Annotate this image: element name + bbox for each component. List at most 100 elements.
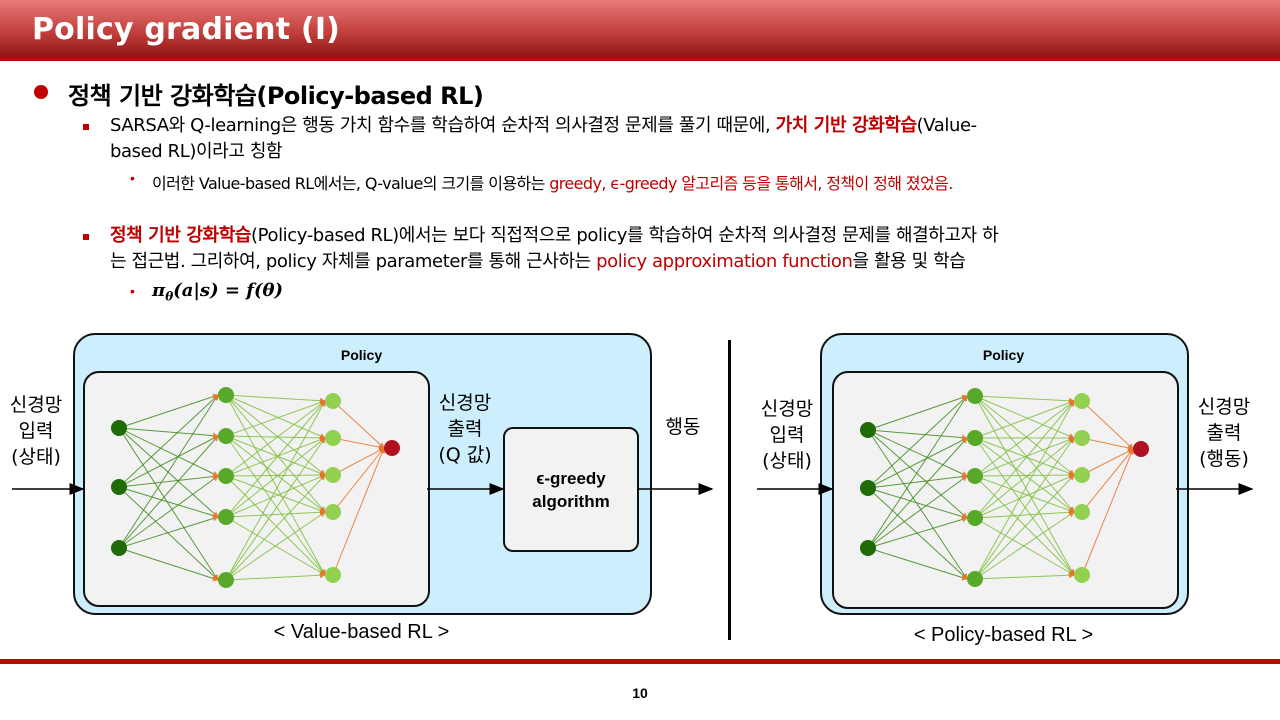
bullet1-text: SARSA와 Q-learning은 행동 가치 함수를 학습하여 순차적 의사… bbox=[110, 113, 1220, 165]
right-network-box bbox=[832, 371, 1179, 609]
network-node bbox=[1074, 430, 1090, 446]
network-edge bbox=[867, 395, 968, 549]
egreedy-label-line1: ϵ-greedy bbox=[536, 468, 606, 488]
network-edge bbox=[118, 435, 219, 549]
network-edge bbox=[225, 475, 326, 576]
network-edge bbox=[867, 429, 968, 580]
diagram-separator bbox=[728, 340, 731, 640]
network-edge bbox=[974, 474, 1075, 519]
left-input-line3: (상태) bbox=[11, 446, 61, 468]
main-heading: 정책 기반 강화학습(Policy-based RL) bbox=[68, 82, 484, 110]
network-edge bbox=[974, 437, 1075, 580]
network-edge bbox=[332, 437, 385, 450]
network-edge bbox=[867, 437, 968, 549]
network-node bbox=[111, 540, 127, 556]
network-node bbox=[218, 387, 234, 403]
left-output-line3: (Q 값) bbox=[438, 444, 492, 466]
network-edge bbox=[225, 475, 326, 514]
network-edge bbox=[225, 400, 326, 477]
left-output-line2: 출력 bbox=[447, 418, 483, 440]
network-edge bbox=[867, 475, 968, 549]
network-node bbox=[218, 428, 234, 444]
sub1-text: 이러한 Value-based RL에서는, Q-value의 크기를 이용하는… bbox=[152, 170, 1212, 194]
network-node bbox=[218, 468, 234, 484]
network-edge bbox=[118, 427, 219, 518]
network-edge bbox=[225, 400, 326, 518]
network-edge bbox=[332, 400, 385, 449]
network-edge bbox=[118, 547, 219, 582]
network-edge bbox=[867, 437, 968, 489]
network-edge bbox=[225, 399, 326, 437]
network-edge bbox=[974, 437, 1075, 576]
network-node bbox=[1074, 467, 1090, 483]
formula-theta-sub: θ bbox=[165, 289, 174, 304]
network-edge bbox=[118, 515, 219, 549]
network-edge bbox=[225, 394, 326, 404]
policy-approx-term: policy approximation function bbox=[596, 251, 853, 272]
left-output-line1: 신경망 bbox=[438, 392, 492, 414]
left-output-label: 신경망 출력 (Q 값) bbox=[425, 390, 505, 468]
square-bullet bbox=[83, 234, 89, 240]
network-edge bbox=[974, 395, 1075, 576]
network-node bbox=[218, 572, 234, 588]
network-edge bbox=[867, 429, 968, 477]
network-edge bbox=[867, 429, 968, 519]
bullet2-text: 정책 기반 강화학습(Policy-based RL)에서는 보다 직접적으로 … bbox=[110, 223, 1240, 275]
bullet2-text-a: 는 접근법. 그리하여, policy 자체를 parameter를 통해 근사… bbox=[110, 251, 597, 272]
network-node bbox=[325, 567, 341, 583]
right-output-line2: 출력 bbox=[1206, 422, 1242, 444]
network-edge bbox=[118, 435, 219, 488]
right-input-label: 신경망 입력 (상태) bbox=[753, 396, 821, 474]
network-node bbox=[1133, 441, 1149, 457]
right-output-label: 신경망 출력 (행동) bbox=[1188, 394, 1260, 472]
network-edge bbox=[118, 393, 219, 429]
network-node bbox=[325, 504, 341, 520]
network-edge bbox=[974, 399, 1075, 439]
egreedy-box: ϵ-greedy algorithm bbox=[503, 427, 639, 552]
network-edge bbox=[974, 436, 1075, 477]
title-bar: Policy gradient (I) bbox=[0, 0, 1280, 61]
network-edge bbox=[974, 400, 1075, 477]
network-edge bbox=[974, 475, 1075, 514]
network-edge bbox=[1081, 448, 1134, 513]
network-node bbox=[967, 468, 983, 484]
network-edge bbox=[225, 435, 326, 513]
network-edge bbox=[225, 394, 326, 476]
policy-formula: πθ(a|s) = f(θ) bbox=[152, 280, 283, 304]
network-edge bbox=[225, 394, 326, 439]
network-node bbox=[325, 430, 341, 446]
network-node bbox=[860, 480, 876, 496]
network-node bbox=[1074, 393, 1090, 409]
network-edge bbox=[225, 474, 326, 518]
greedy-term: greedy, ϵ-greedy 알고리즘 등을 통해서, 정책이 정해 졌었음… bbox=[549, 174, 953, 193]
slide-title: Policy gradient (I) bbox=[32, 12, 341, 47]
bullet1-text-a: SARSA와 Q-learning은 행동 가치 함수를 학습하여 순차적 의사… bbox=[110, 115, 776, 136]
network-edge bbox=[118, 427, 219, 439]
network-node bbox=[325, 393, 341, 409]
network-edge bbox=[867, 473, 968, 489]
network-edge bbox=[1081, 448, 1134, 476]
left-neural-network bbox=[111, 387, 400, 588]
left-policy-title: Policy bbox=[340, 347, 383, 363]
network-edge bbox=[974, 474, 1075, 580]
network-edge bbox=[118, 427, 219, 581]
network-node bbox=[967, 430, 983, 446]
network-edge bbox=[225, 434, 326, 441]
network-edge bbox=[867, 487, 968, 520]
network-edge bbox=[225, 400, 326, 581]
formula-pi: π bbox=[152, 280, 166, 301]
network-edge bbox=[974, 572, 1075, 580]
policy-based-rl-term: 정책 기반 강화학습 bbox=[110, 225, 252, 246]
network-edge bbox=[118, 427, 219, 477]
right-output-line1: 신경망 bbox=[1197, 396, 1251, 418]
network-edge bbox=[867, 429, 968, 441]
left-network-box bbox=[83, 371, 430, 607]
sub-bullet-dot: • bbox=[130, 283, 135, 299]
network-edge bbox=[974, 400, 1075, 519]
formula-args: (a|s) bbox=[173, 280, 219, 301]
network-edge bbox=[1081, 400, 1134, 450]
network-edge bbox=[974, 395, 1075, 404]
network-edge bbox=[332, 447, 385, 476]
network-edge bbox=[974, 395, 1075, 476]
network-edge bbox=[225, 511, 326, 581]
